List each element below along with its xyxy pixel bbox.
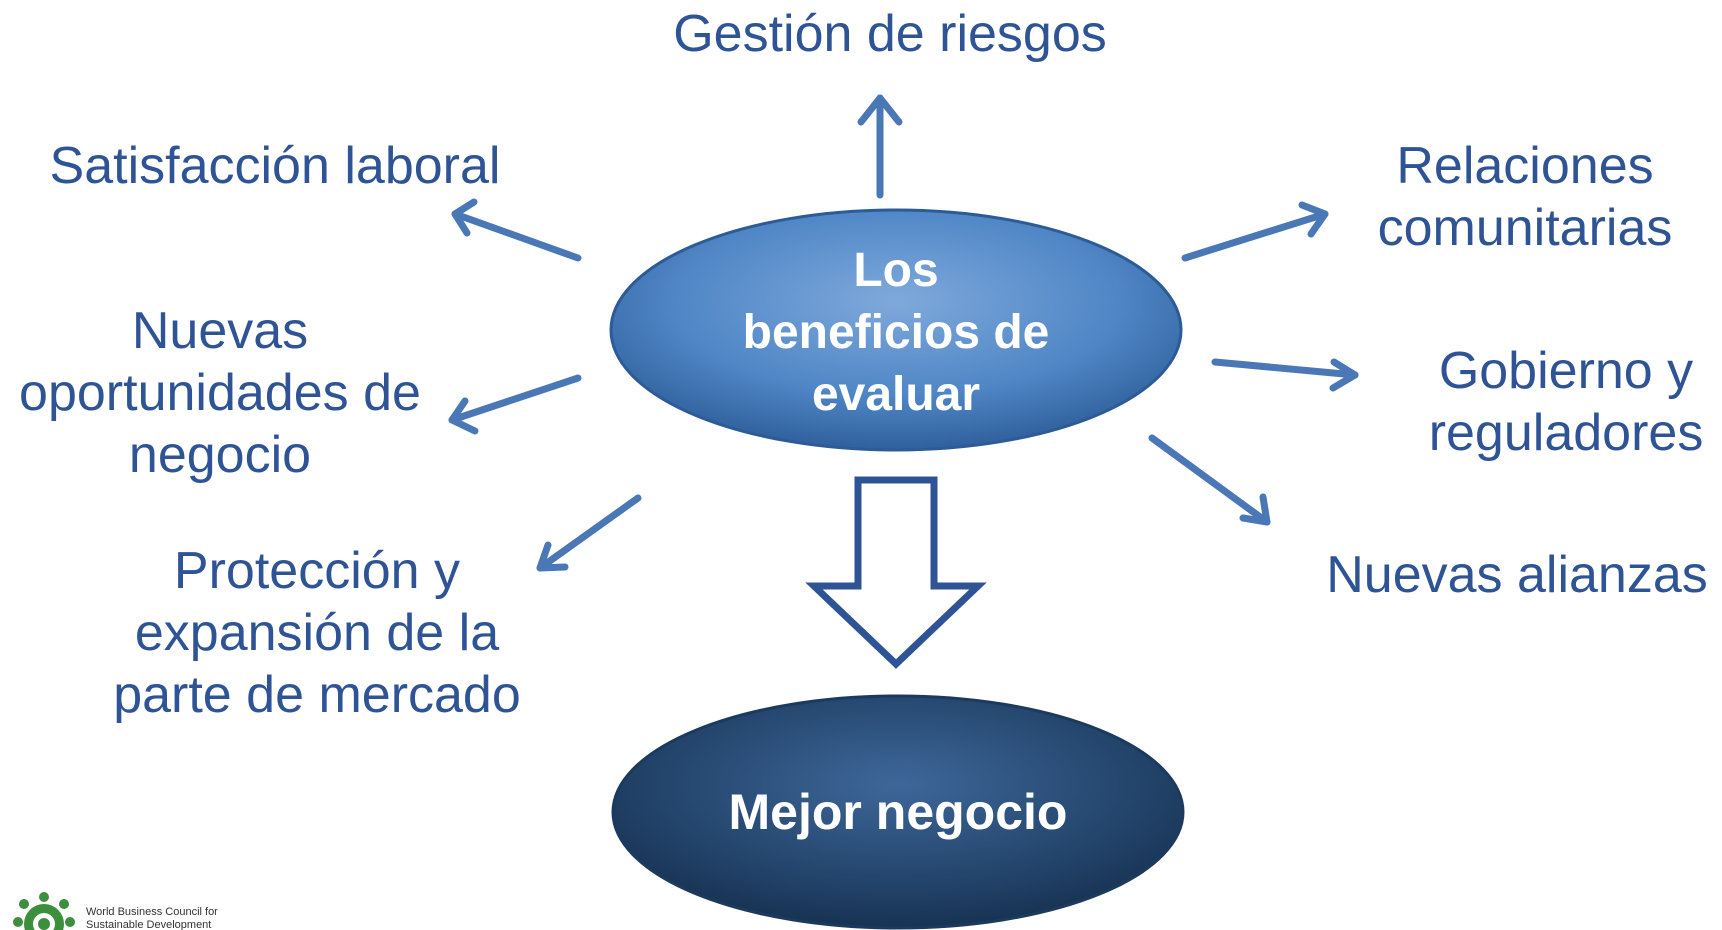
job-satisfaction-label: Satisfacción laboral xyxy=(49,137,501,195)
logo-text: World Business Council for Sustainable D… xyxy=(86,906,218,930)
government-label: Gobierno y reguladores xyxy=(1428,342,1704,462)
alliances-label: Nuevas alianzas xyxy=(1326,546,1708,604)
new-business-label: Nuevas oportunidades de negocio xyxy=(19,302,421,484)
community-relations-label: Relaciones comunitarias xyxy=(1377,137,1673,257)
arrow-to-risk xyxy=(857,94,903,199)
center-node-label: Los beneficios de evaluar xyxy=(742,244,1050,421)
arrow-to-new-business xyxy=(448,374,582,435)
market-share-label: Protección y expansión de la parte de me… xyxy=(113,542,521,724)
arrow-to-market-share xyxy=(536,494,642,572)
risk-label: Gestión de riesgos xyxy=(673,5,1107,63)
arrow-to-alliances xyxy=(1148,434,1271,526)
bottom-ellipse xyxy=(611,694,1185,930)
arrow-to-government xyxy=(1211,358,1359,392)
arrow-to-job-satisfaction xyxy=(451,198,582,262)
wbcsd-logo: World Business Council for Sustainable D… xyxy=(10,888,270,930)
bottom-node-label: Mejor negocio xyxy=(728,784,1068,840)
wbcsd-logo-icon xyxy=(13,892,75,930)
arrow-to-community-relations xyxy=(1181,201,1329,262)
block-down-arrow xyxy=(805,476,987,669)
center-ellipse xyxy=(609,208,1183,452)
